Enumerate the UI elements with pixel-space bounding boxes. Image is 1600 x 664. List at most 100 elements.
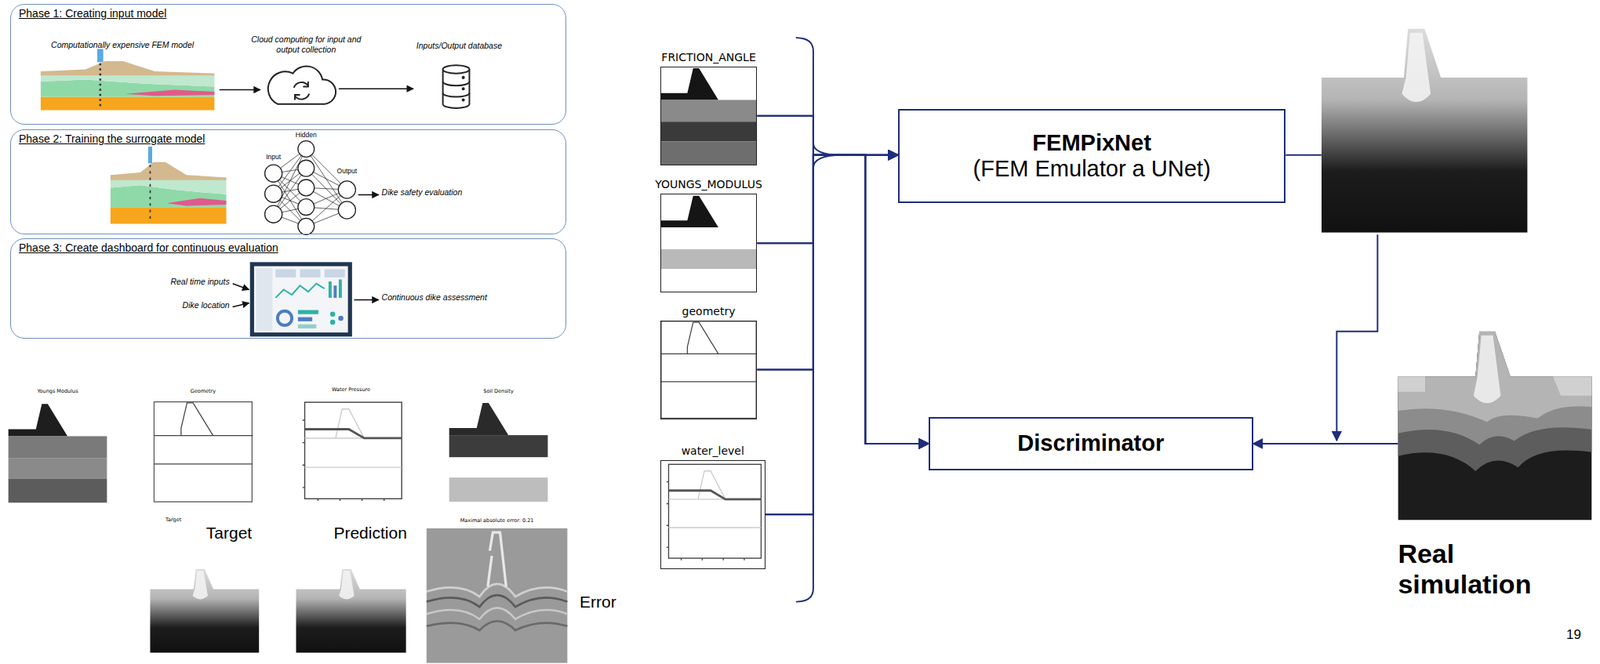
connector (765, 155, 929, 516)
plot-title: Geometry (152, 389, 254, 396)
connector (756, 155, 929, 444)
connector (765, 155, 899, 516)
drawing-part (302, 402, 402, 502)
drawing-part (298, 160, 315, 177)
output-line (1285, 154, 1322, 157)
connector (756, 155, 899, 371)
drawing-part (426, 607, 568, 619)
plot-title: Target (152, 517, 194, 524)
drawing-part (462, 76, 465, 79)
drawing-part (256, 268, 273, 331)
simulated-field (1397, 331, 1592, 521)
drawing-part (333, 285, 337, 299)
drawing-part (443, 81, 470, 98)
drawing-part (277, 311, 292, 326)
flow-arrow (219, 89, 261, 91)
drawing-part (487, 532, 506, 587)
layer-label: Hidden (285, 130, 327, 139)
drawing-part (298, 310, 319, 315)
drawing-part (660, 66, 758, 166)
result-label: Target (206, 523, 278, 543)
drawing-part (661, 321, 757, 419)
annotation: Cloud computing for input and output col… (250, 34, 363, 55)
drawing-part (330, 311, 336, 317)
drawing-part (324, 269, 346, 277)
connector (756, 116, 899, 156)
drawing-part (268, 65, 336, 104)
layer-label: Output (326, 167, 368, 175)
drawing-part (426, 528, 568, 664)
phase-panel: Phase 1: Creating input model (10, 3, 567, 125)
annotation: Dike safety evaluation (381, 187, 535, 198)
result-label: Error (579, 592, 641, 612)
page-number: 19 (1566, 627, 1597, 644)
annotation: Real time inputs (142, 276, 230, 288)
annotation: Continuous dike assessment (381, 292, 556, 303)
flow-arrow (353, 299, 379, 302)
drawing-part (338, 316, 344, 322)
drawing-part (338, 279, 342, 298)
drawing-part (265, 185, 283, 203)
map-title: water_level (681, 444, 745, 458)
input-map-frame: water_level (660, 460, 766, 570)
connector (756, 155, 899, 244)
phase-heading: Phase 3: Create dashboard for continuous… (18, 241, 558, 255)
drawing-part (7, 402, 107, 504)
image-caption: Real simulation (1397, 538, 1575, 600)
flow-arrow (338, 87, 414, 90)
result-label: Prediction (333, 523, 436, 543)
drawing-part (443, 65, 470, 73)
predicted-field (1321, 28, 1528, 233)
dike-illustration (110, 146, 227, 224)
drawing-part (265, 205, 283, 223)
drawing-part (294, 82, 310, 100)
database-icon (443, 65, 470, 109)
neural-network (265, 141, 357, 236)
annotation: Dike location (142, 300, 230, 311)
cloud-icon (268, 65, 336, 104)
drawing-part (426, 595, 568, 608)
drawing-part (273, 149, 348, 227)
drawing-part (426, 621, 568, 631)
brace (796, 37, 843, 602)
drawing-part (462, 87, 465, 90)
layer-label: Input (253, 152, 295, 161)
process-box: Discriminator (928, 417, 1254, 471)
drawing-part (1397, 331, 1592, 521)
drawing-part (338, 181, 356, 199)
drawing-part (40, 48, 215, 110)
connector (756, 116, 929, 444)
drawing-part (443, 69, 470, 108)
drawing-part (7, 28, 1592, 663)
drawing-part (265, 141, 357, 236)
drawing-part (250, 261, 353, 337)
drawing-part (275, 269, 296, 277)
map-title: FRICTION_ANGLE (661, 50, 756, 64)
box-title: Discriminator (1017, 430, 1164, 457)
drawing-part (265, 164, 283, 182)
plot-title: Water Pressure (295, 387, 407, 394)
prediction-to-discriminator (1336, 234, 1378, 441)
phase-panel: Phase 2: Training the surrogate model (10, 129, 567, 235)
drawing-part (294, 81, 309, 100)
box-subtitle: (FEM Emulator a UNet) (973, 156, 1211, 182)
drawing-part (660, 193, 758, 293)
drawing-part (254, 266, 349, 334)
error-map (426, 528, 568, 664)
drawing-part (448, 400, 548, 502)
flow-arrow (358, 194, 379, 197)
connector (756, 155, 929, 444)
input-map-frame: geometry (660, 320, 758, 420)
phase-panel: Phase 3: Create dashboard for continuous… (10, 238, 567, 339)
process-box: FEMPixNet(FEM Emulator a UNet) (898, 109, 1286, 204)
drawing-part (298, 199, 315, 216)
simulation-image: Real simulation (1397, 331, 1592, 521)
drawing-part (330, 320, 336, 326)
drawing-part (298, 218, 315, 235)
plot-title: Youngs Modulus (7, 389, 107, 396)
drawing-part (149, 569, 259, 654)
input-maps (660, 66, 762, 561)
drawing-part (298, 141, 315, 158)
input-map-frame: FRICTION_ANGLE (660, 66, 758, 166)
